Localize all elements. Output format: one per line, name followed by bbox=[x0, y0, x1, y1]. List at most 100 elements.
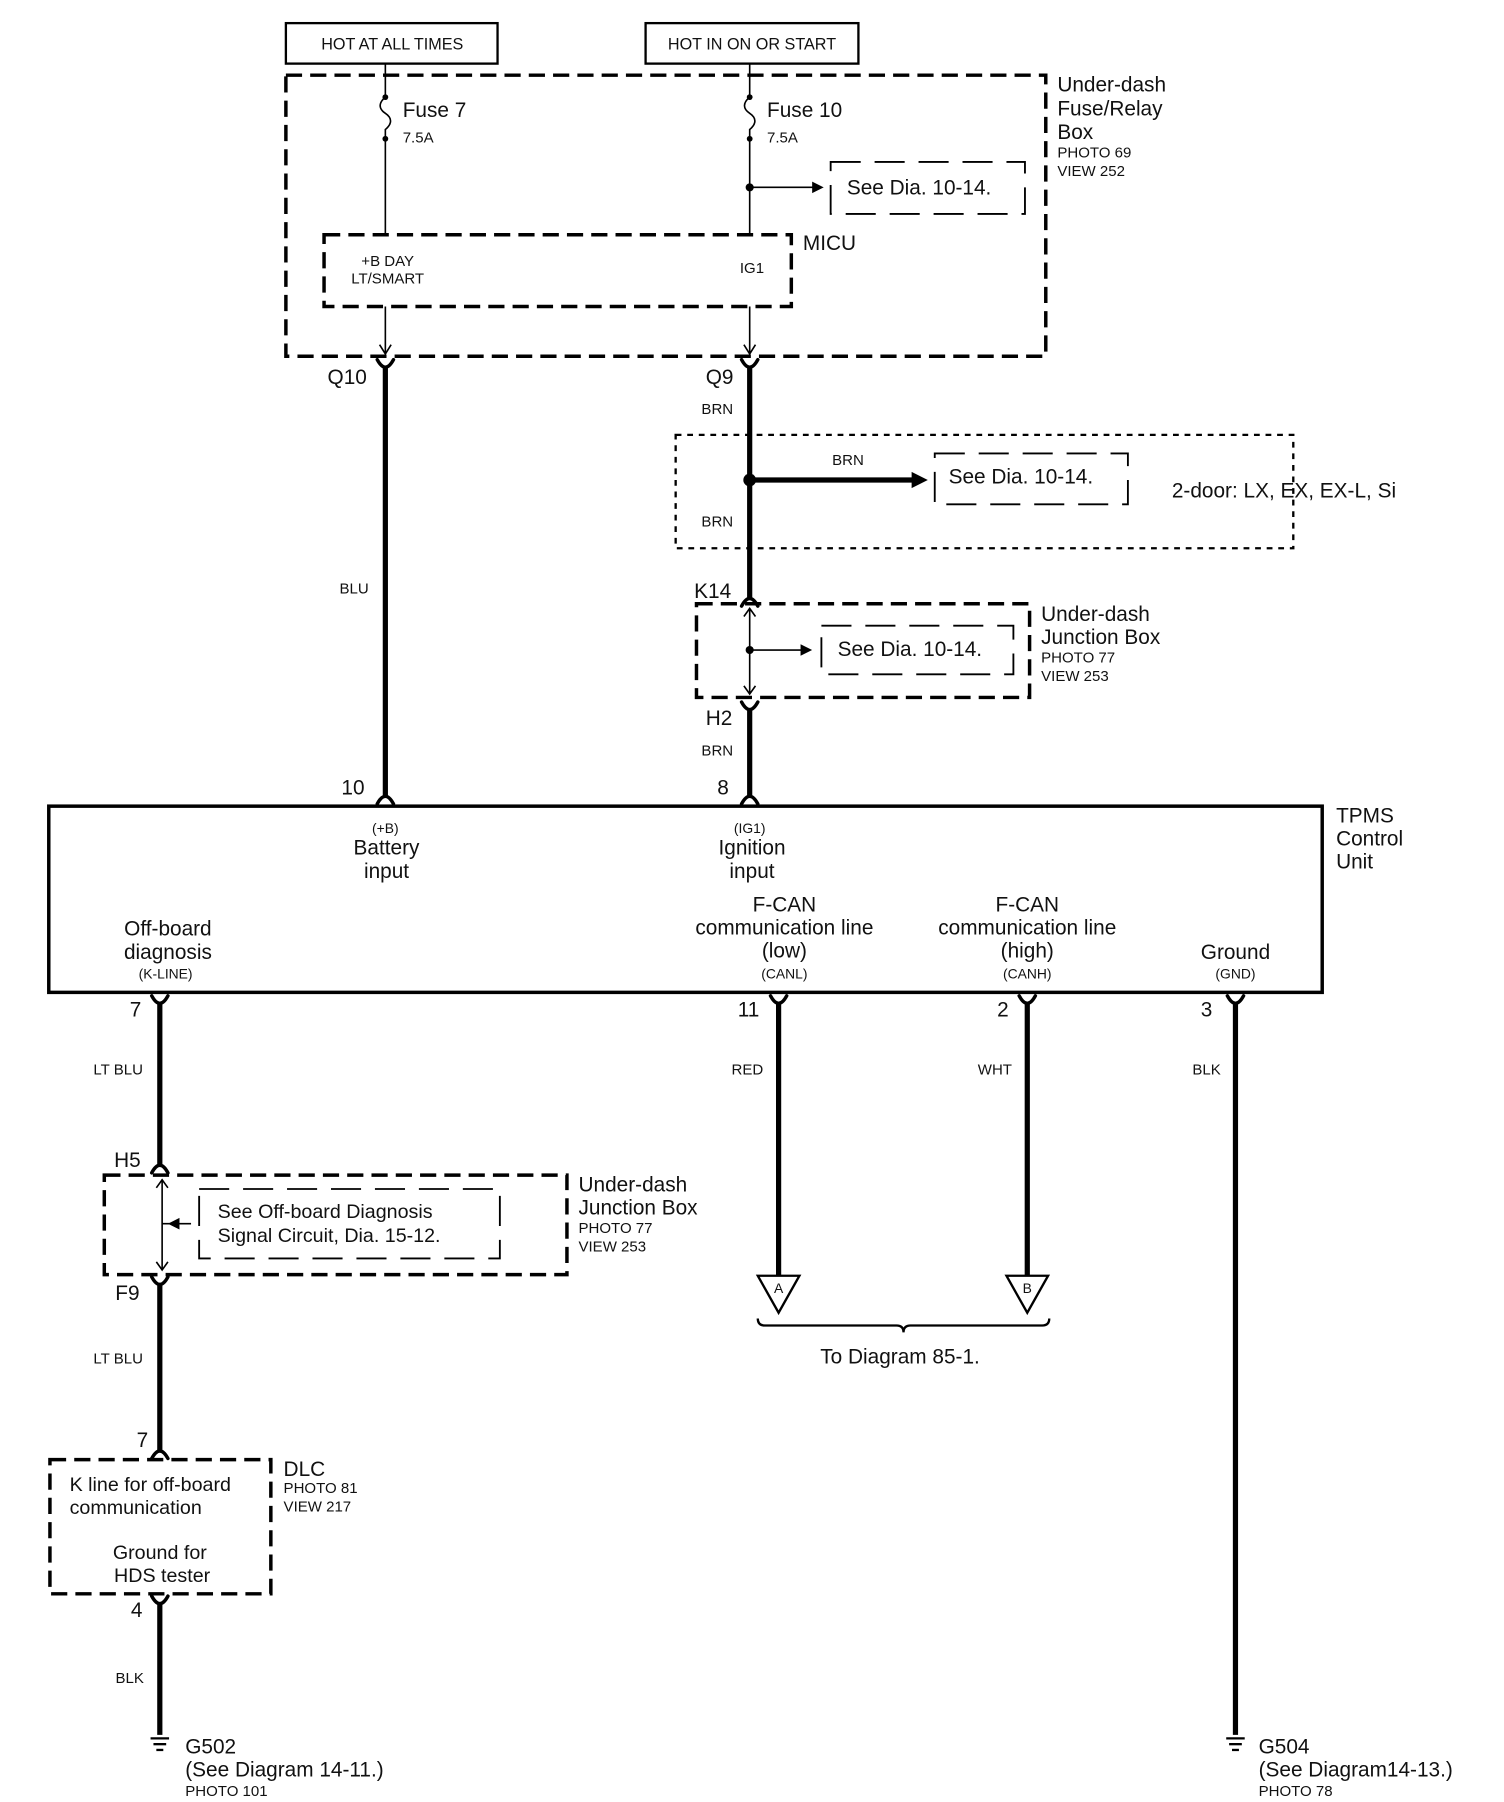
dlc-ground-wire-color: BLK bbox=[116, 1670, 144, 1687]
dlc-ground-function-1: Ground for bbox=[113, 1542, 207, 1564]
battery-feed-circuit: Q10 BLU 10 bbox=[328, 357, 396, 806]
fuse-7-element bbox=[379, 96, 392, 139]
fcan-high-label-2: communication line bbox=[938, 917, 1116, 940]
ignition-input-label-1: Ignition bbox=[718, 837, 785, 860]
ignition-lower-wire-color: BRN bbox=[701, 742, 733, 759]
junction-box-upper-branch-arrow bbox=[800, 644, 813, 656]
fcan-low-label-1: F-CAN bbox=[753, 893, 817, 916]
connector-q10-label: Q10 bbox=[328, 366, 367, 389]
offpage-connector-a bbox=[755, 1274, 802, 1316]
junction-box-upper-reference-box bbox=[820, 624, 1015, 676]
ground-g504-icon bbox=[1226, 1737, 1245, 1752]
offpage-connector-b-label: B bbox=[1023, 1280, 1032, 1296]
ignition-feed-circuit: Q9 BRN BRN BRN See Dia. 10-14. 2-door: L… bbox=[674, 357, 1396, 806]
junction-box-lower-reference-1: See Off-board Diagnosis bbox=[218, 1201, 433, 1223]
ground-g504-name: G504 bbox=[1259, 1735, 1310, 1758]
dlc-view: VIEW 217 bbox=[284, 1499, 352, 1516]
micu-name: MICU bbox=[803, 232, 856, 255]
tpms-pin-2-label: 2 bbox=[997, 999, 1009, 1022]
ground-g502-icon bbox=[150, 1737, 170, 1752]
micu-ig1-output-arrow bbox=[743, 344, 757, 356]
junction-box-lower-name-2: Junction Box bbox=[579, 1196, 699, 1219]
offpage-brace bbox=[756, 1318, 1051, 1333]
connector-q9-label: Q9 bbox=[706, 366, 734, 389]
junction-box-lower-photo: PHOTO 77 bbox=[579, 1220, 653, 1237]
dlc-pin-4-label: 4 bbox=[131, 1599, 143, 1622]
battery-input-label-2: input bbox=[364, 860, 409, 883]
ground-g502-reference: (See Diagram 14-11.) bbox=[185, 1759, 383, 1782]
hot-in-on-or-start-label: HOT IN ON OR START bbox=[668, 36, 836, 54]
hot-in-on-or-start-box bbox=[644, 21, 860, 65]
fuse-relay-box-name-2: Fuse/Relay bbox=[1057, 98, 1163, 121]
tpms-pin-7-label: 7 bbox=[130, 999, 142, 1022]
fuse-10-rating: 7.5A bbox=[767, 129, 798, 146]
two-door-reference-box bbox=[933, 452, 1129, 506]
battery-input-label-1: Battery bbox=[354, 837, 420, 860]
k-line-lower-wire-color: LT BLU bbox=[93, 1351, 143, 1368]
tpms-name-1: TPMS bbox=[1336, 804, 1394, 827]
tpms-pin-2-symbol bbox=[1017, 994, 1038, 1006]
junction-box-lower-view: VIEW 253 bbox=[579, 1238, 647, 1255]
offboard-diag-code: (K-LINE) bbox=[139, 965, 193, 981]
junction-box-lower-arrow-down bbox=[155, 1261, 169, 1272]
fcan-high-circuit: 2 WHT B bbox=[978, 994, 1051, 1316]
ground-circuit: 3 BLK G504 (See Diagram14-13.) PHOTO 78 bbox=[1192, 994, 1453, 1800]
battery-input-code: (+B) bbox=[372, 820, 399, 836]
connector-q10-symbol bbox=[375, 357, 396, 369]
ignition-branch-arrow bbox=[911, 471, 928, 489]
fuse-10-name: Fuse 10 bbox=[767, 99, 842, 122]
fuse-7-rating: 7.5A bbox=[403, 129, 434, 146]
connector-q9-symbol bbox=[739, 357, 760, 369]
junction-box-upper-outline bbox=[694, 602, 1032, 700]
fuse-relay-box: Under-dash Fuse/Relay Box PHOTO 69 VIEW … bbox=[284, 63, 1166, 358]
hot-at-all-times-source: HOT AT ALL TIMES bbox=[284, 21, 499, 65]
fuse-10-branch-arrow bbox=[812, 181, 824, 194]
offboard-diag-label-2: diagnosis bbox=[124, 941, 212, 964]
dlc-pin-4-symbol bbox=[149, 1594, 170, 1606]
junction-box-upper-reference-text: See Dia. 10-14. bbox=[838, 638, 983, 661]
ignition-input-code: (IG1) bbox=[734, 820, 766, 836]
fcan-high-label-3: (high) bbox=[1001, 940, 1054, 963]
connector-h5-label: H5 bbox=[114, 1149, 141, 1172]
tpms-control-unit: TPMS Control Unit (+B) Battery input (IG… bbox=[47, 804, 1403, 995]
junction-box-upper-name-2: Junction Box bbox=[1041, 626, 1161, 649]
connector-f9-symbol bbox=[149, 1275, 170, 1287]
offboard-diag-label-1: Off-board bbox=[124, 918, 211, 941]
fuse-10-terminal-bottom bbox=[746, 135, 753, 142]
fuse-relay-box-name-1: Under-dash bbox=[1057, 73, 1166, 96]
dlc-ground-function-2: HDS tester bbox=[114, 1565, 211, 1587]
junction-box-upper-photo: PHOTO 77 bbox=[1041, 650, 1115, 667]
junction-box-upper-arrow-down bbox=[743, 685, 757, 696]
ignition-upper-wire-color: BRN bbox=[701, 401, 733, 418]
connector-h2-label: H2 bbox=[706, 707, 733, 730]
tpms-pin-11-symbol bbox=[768, 994, 789, 1006]
offpage-connector-b bbox=[1004, 1274, 1051, 1316]
ground-g504-photo: PHOTO 78 bbox=[1259, 1783, 1333, 1800]
offpage-destination: To Diagram 85-1. bbox=[820, 1346, 980, 1369]
connector-k14-label: K14 bbox=[694, 580, 731, 603]
ground-g502-photo: PHOTO 101 bbox=[185, 1783, 267, 1800]
fuse-10-element bbox=[743, 96, 756, 139]
two-door-models-note: 2-door: LX, EX, EX-L, Si bbox=[1172, 479, 1396, 502]
dlc-k-line-function-2: communication bbox=[70, 1497, 202, 1519]
hot-at-all-times-box bbox=[284, 21, 499, 65]
junction-box-lower-reference-2: Signal Circuit, Dia. 15-12. bbox=[218, 1225, 441, 1247]
ignition-branch-wire-color: BRN bbox=[832, 452, 864, 469]
tpms-pin-10-label: 10 bbox=[341, 777, 364, 800]
ground-wire-color: BLK bbox=[1192, 1061, 1220, 1078]
tpms-pin-3-label: 3 bbox=[1201, 999, 1213, 1022]
fcan-high-code: (CANH) bbox=[1003, 965, 1052, 981]
hot-in-on-or-start-source: HOT IN ON OR START bbox=[644, 21, 860, 65]
micu-terminal-ltsmart: LT/SMART bbox=[351, 270, 424, 287]
k-line-upper-wire-color: LT BLU bbox=[93, 1061, 143, 1078]
fuse-box-reference-box bbox=[829, 161, 1026, 215]
junction-box-upper-view: VIEW 253 bbox=[1041, 668, 1109, 685]
fuse-relay-box-outline bbox=[284, 73, 1048, 358]
dlc-k-line-function-1: K line for off-board bbox=[70, 1474, 231, 1496]
tpms-pin-11-label: 11 bbox=[738, 999, 760, 1022]
tpms-pin-3-symbol bbox=[1225, 994, 1246, 1006]
fcan-low-label-2: communication line bbox=[695, 917, 873, 940]
micu-outline bbox=[322, 233, 794, 309]
dlc-photo: PHOTO 81 bbox=[284, 1480, 358, 1497]
junction-box-lower-reference-box bbox=[198, 1188, 501, 1260]
